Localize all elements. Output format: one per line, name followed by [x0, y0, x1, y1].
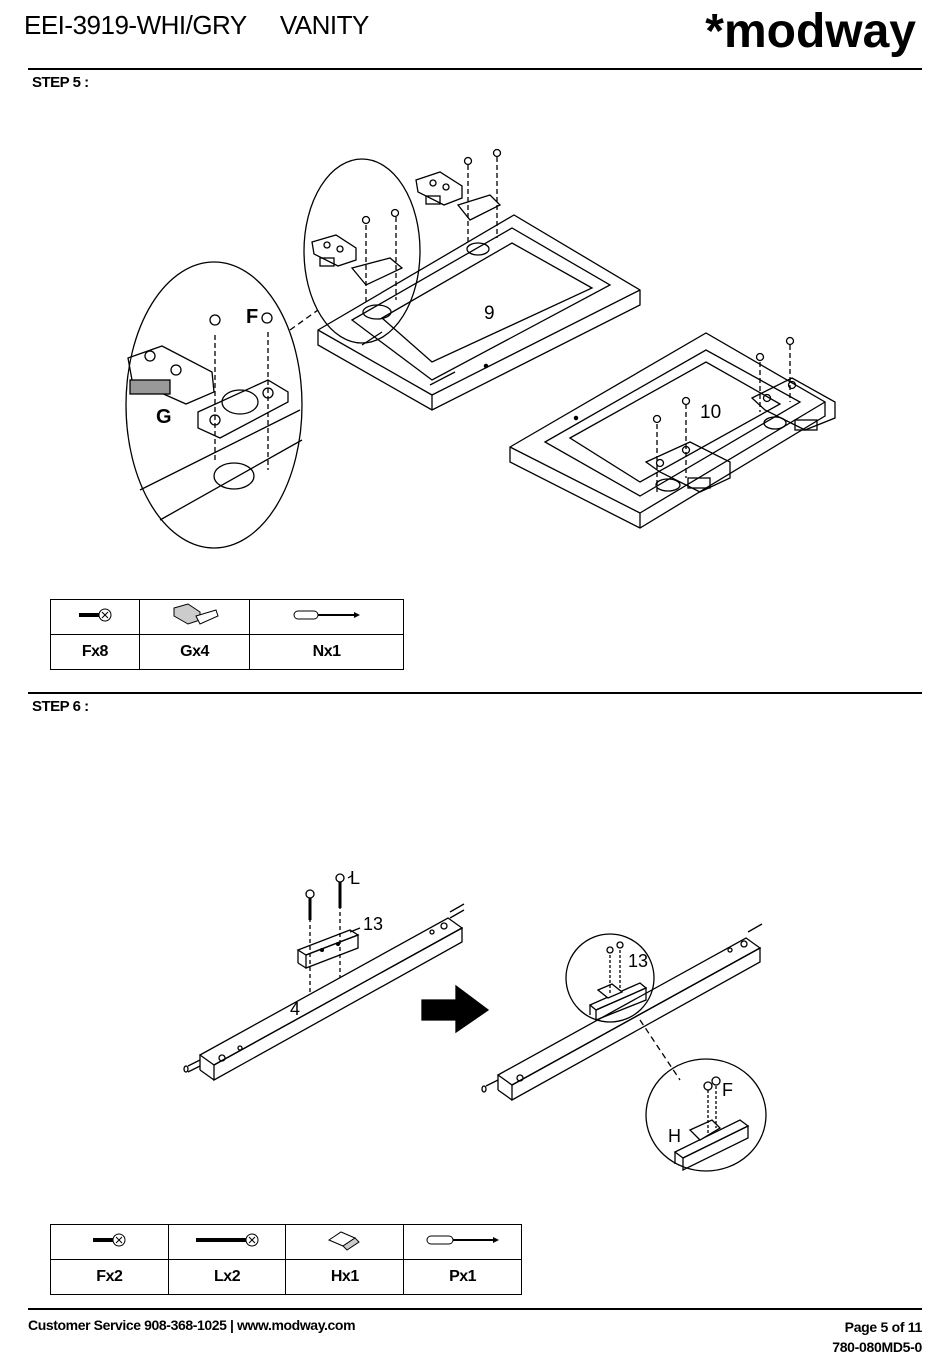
parts-icon-cell	[168, 1225, 286, 1260]
detail-ellipse-small	[304, 159, 420, 343]
direction-arrow-icon	[422, 986, 488, 1032]
parts-icon-cell	[286, 1225, 404, 1260]
step5-parts-table: Fx8 Gx4 Nx1	[50, 599, 404, 670]
document-code: 780-080MD5-0	[832, 1337, 922, 1357]
hinge-detail-zoom	[126, 262, 302, 548]
step6-parts-table: Fx2 Lx2 Hx1 Px1	[50, 1224, 522, 1295]
customer-service: Customer Service 908-368-1025 | www.modw…	[28, 1317, 355, 1333]
hinges-panel-9	[312, 150, 501, 306]
step5-diagram	[0, 90, 950, 590]
part-label-P: Px1	[404, 1260, 522, 1295]
callout-part-9: 9	[484, 303, 495, 325]
hinge-icon	[170, 602, 220, 628]
part-label-H: Hx1	[286, 1260, 404, 1295]
footer-page-info: Page 5 of 11 780-080MD5-0	[832, 1317, 922, 1357]
part-label-F: Fx2	[51, 1260, 169, 1295]
step6-title: STEP 6 :	[32, 698, 89, 715]
parts-icon-cell	[139, 600, 249, 635]
callout-F-detail: F	[722, 1080, 733, 1101]
step-divider	[28, 692, 922, 694]
long-screw-icon	[192, 1230, 262, 1250]
part-label-L: Lx2	[168, 1260, 286, 1295]
callout-part-4: 4	[290, 999, 300, 1020]
callout-G: G	[156, 406, 172, 429]
screwdriver-icon	[292, 605, 362, 625]
hinges-panel-10	[646, 338, 835, 493]
model-number: EEI-3919-WHI/GRY	[24, 10, 246, 40]
callout-F: F	[246, 306, 258, 329]
parts-icon-cell	[404, 1225, 522, 1260]
header-divider	[28, 68, 922, 70]
callout-part-13: 13	[363, 914, 383, 935]
rail-4	[184, 874, 464, 1080]
document-header: EEI-3919-WHI/GRY VANITY	[24, 10, 369, 41]
parts-icon-cell	[250, 600, 404, 635]
screw-icon	[89, 1230, 129, 1250]
step6-diagram	[0, 860, 950, 1180]
part-label-F: Fx8	[51, 635, 140, 670]
step5-title: STEP 5 :	[32, 74, 89, 91]
callout-part-10: 10	[700, 402, 721, 424]
panel-10	[510, 333, 825, 528]
part-label-N: Nx1	[250, 635, 404, 670]
part-label-G: Gx4	[139, 635, 249, 670]
bracket-icon	[325, 1228, 365, 1252]
page-number: Page 5 of 11	[832, 1317, 922, 1337]
product-name: VANITY	[280, 10, 369, 40]
callout-H: H	[668, 1126, 681, 1147]
parts-icon-cell	[51, 1225, 169, 1260]
callout-part-13-detail: 13	[628, 951, 648, 972]
parts-icon-cell	[51, 600, 140, 635]
screw-icon	[75, 605, 115, 625]
rail-assembled	[482, 924, 766, 1171]
footer-divider	[28, 1308, 922, 1310]
callout-L: L	[350, 868, 360, 889]
brand-logo: *modway	[705, 4, 916, 59]
screwdriver-icon	[425, 1230, 501, 1250]
